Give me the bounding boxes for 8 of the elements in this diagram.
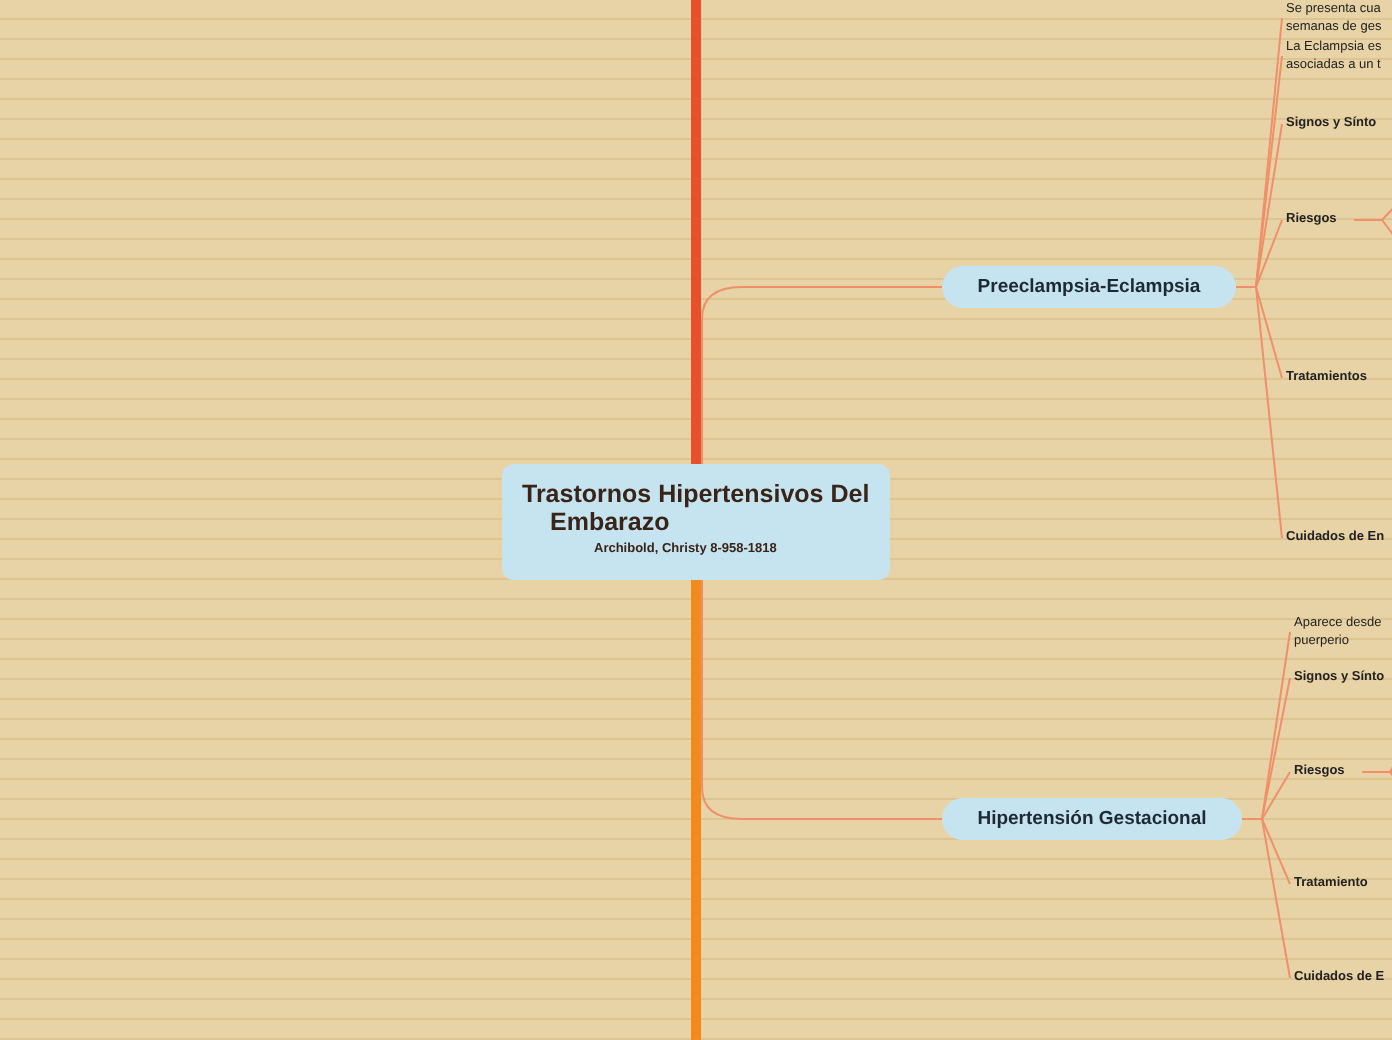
main-topic-box: Preeclampsia-Eclampsia (942, 266, 1236, 308)
branch-line (1235, 286, 1283, 539)
main-topic-box: Hipertensión Gestacional (942, 798, 1242, 840)
central-topic-title: Trastornos Hipertensivos Del Embarazo (522, 480, 870, 536)
branch-line (701, 579, 943, 820)
branch-line (1241, 818, 1291, 979)
branch-line (701, 286, 943, 465)
central-topic-box (502, 464, 890, 580)
